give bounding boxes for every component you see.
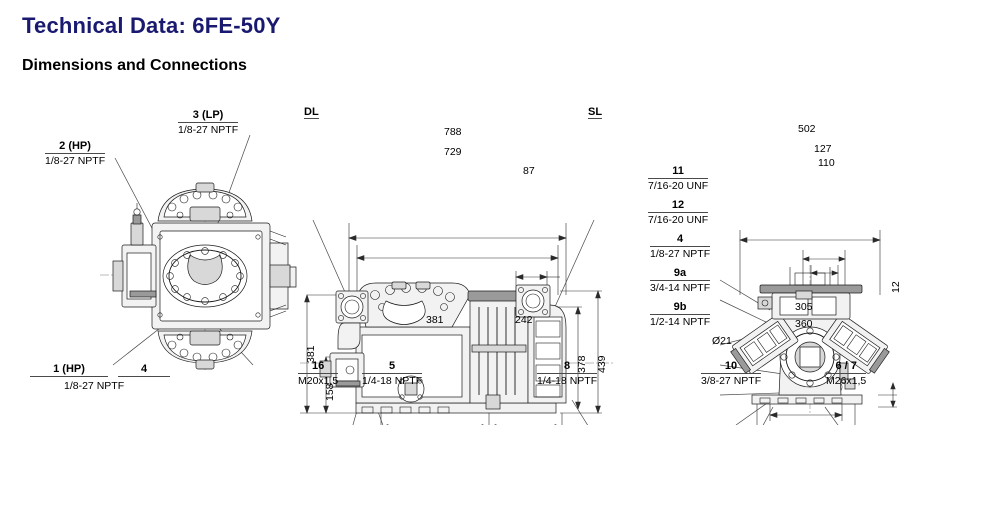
callout-rule [30,375,108,377]
callout-5-spec: 1/4-18 NPTF [362,374,423,387]
callout-rule [118,375,170,377]
dim-label-110: 110 [818,157,835,169]
callout-rule [648,211,709,213]
dim-502 [739,237,881,243]
dim-label-127: 127 [814,143,832,155]
callout-10-number: 10 [724,360,738,372]
callout-16: 16 M20x1,5 [298,360,339,387]
callout-rule [701,372,762,374]
drawing-svg [100,134,897,425]
dim-127 [802,256,846,262]
page-title: Technical Data: 6FE-50Y [22,13,281,38]
dim-87 [515,274,560,280]
callout-9b-number: 9b [673,301,687,313]
tag-sl-label: SL [588,106,603,118]
callout-4-right: 4 1/8-27 NPTF [650,233,711,260]
callout-3-lp-spec: 1/8-27 NPTF [178,123,239,136]
dim-label-12-vertical: 12 [890,281,902,293]
dim-242-horizontal [493,413,563,425]
callout-rule [362,372,423,374]
callout-11-number: 11 [672,165,684,177]
technical-drawing-area: 3 (LP) 1/8-27 NPTF 2 (HP) 1/8-27 NPTF 1 … [0,95,1000,425]
dim-label-360: 360 [795,318,813,330]
dim-label-729: 729 [444,146,462,158]
callout-10: 10 3/8-27 NPTF [701,360,762,387]
callout-9b-spec: 1/2-14 NPTF [650,315,711,328]
callout-4-left-number: 4 [140,363,148,375]
callout-rule [537,372,598,374]
callout-1-hp: 1 (HP) [30,363,108,378]
callout-1-hp-spec: 1/8-27 NPTF [64,380,125,392]
callout-16-number: 16 [312,360,325,372]
tag-rule [588,118,603,119]
callout-6-7-spec: M26x1,5 [826,374,867,387]
callout-8-number: 8 [563,360,571,372]
callout-rule [650,313,711,315]
callout-2-hp-number: 2 (HP) [59,140,91,152]
dim-label-305: 305 [795,301,813,313]
callout-8: 8 1/4-18 NPTF [537,360,598,387]
callout-12-spec: 7/16-20 UNF [648,213,709,226]
dim-label-381-horizontal: 381 [426,314,444,326]
dim-305 [769,412,843,418]
dim-label-87: 87 [523,165,535,177]
callout-4-right-number: 4 [676,233,684,245]
middle-view-graphic [300,219,615,425]
dim-378-vertical [558,306,582,410]
callout-rule [45,152,106,154]
callout-rule [826,372,867,374]
callout-6-7: 6 / 7 M26x1,5 [826,360,867,387]
callout-5: 5 1/4-18 NPTF [362,360,423,387]
callout-rule [650,245,711,247]
dim-label-dia-21: Ø21 [712,335,732,347]
dim-729 [356,255,559,261]
callout-3-lp-number: 3 (LP) [192,109,224,121]
callout-3-lp: 3 (LP) 1/8-27 NPTF [178,109,239,136]
callout-9b: 9b 1/2-14 NPTF [650,301,711,328]
dim-label-502: 502 [798,123,816,135]
dim-label-439-vertical: 439 [596,355,608,373]
callout-2-hp: 2 (HP) 1/8-27 NPTF [45,140,106,167]
tag-sl: SL [588,106,603,119]
callout-10-spec: 3/8-27 NPTF [701,374,762,387]
right-view-graphic [719,230,897,425]
callout-9a-spec: 3/4-14 NPTF [650,281,711,294]
dim-788 [348,235,567,241]
dim-label-788: 788 [444,126,462,138]
callout-2-hp-spec: 1/8-27 NPTF [45,154,106,167]
tag-dl-label: DL [304,106,319,118]
dim-381-horizontal [380,413,490,425]
callout-9a-number: 9a [673,267,687,279]
left-view-graphic [100,134,297,370]
dim-381-vertical [300,294,360,414]
callout-5-number: 5 [388,360,396,372]
dim-label-242-horizontal: 242 [515,314,533,326]
callout-16-spec: M20x1,5 [298,374,339,387]
tag-rule [304,118,319,119]
callout-12: 12 7/16-20 UNF [648,199,709,226]
callout-rule [648,177,709,179]
dim-12-vertical [878,382,897,408]
callout-9a: 9a 3/4-14 NPTF [650,267,711,294]
callout-4-left: 4 [118,363,170,378]
page-subtitle: Dimensions and Connections [22,57,247,74]
callout-rule [178,121,239,123]
callout-1-hp-number: 1 (HP) [53,363,85,375]
callout-12-number: 12 [671,199,685,211]
callout-rule [298,372,339,374]
callout-6-7-number: 6 / 7 [835,360,857,372]
tag-dl: DL [304,106,319,119]
callout-11: 11 7/16-20 UNF [648,165,709,192]
callout-8-spec: 1/4-18 NPTF [537,374,598,387]
dim-439-vertical [560,290,602,414]
callout-4-right-spec: 1/8-27 NPTF [650,247,711,260]
callout-rule [650,279,711,281]
callout-11-spec: 7/16-20 UNF [648,179,709,192]
